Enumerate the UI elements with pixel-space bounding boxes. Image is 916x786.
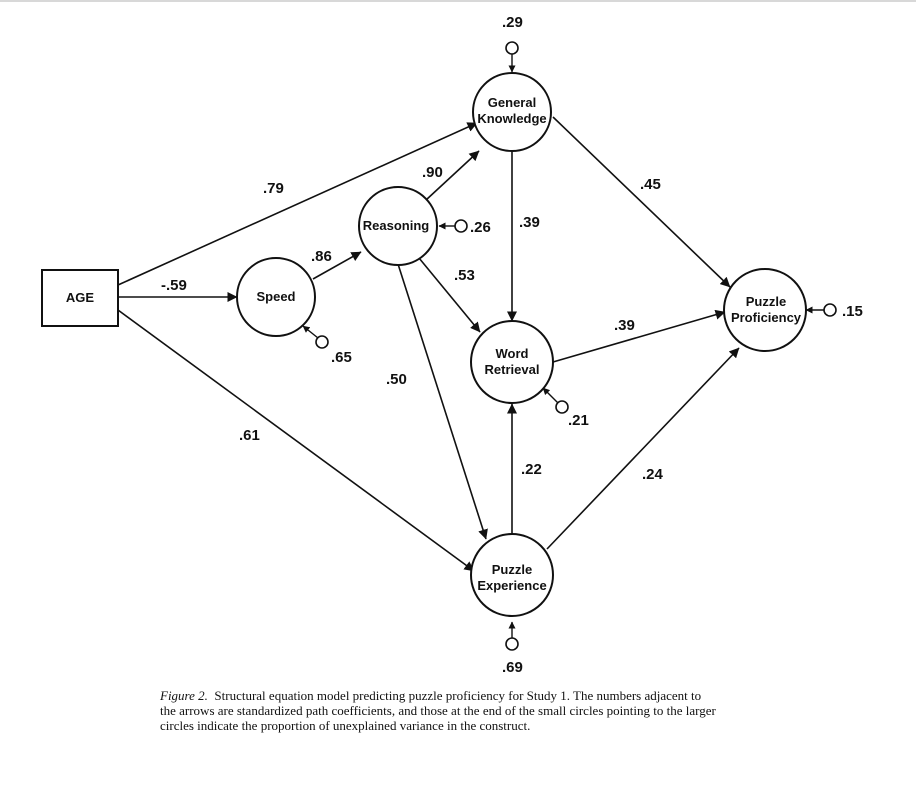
node-word-retrieval [470,320,554,404]
residual-label-puzzle-proficiency: .15 [842,303,863,320]
coef-puzzle-experience-word-retrieval: .22 [521,461,542,478]
node-label-general-knowledge-line2: Knowledge [477,111,546,126]
coef-speed-reasoning: .86 [311,248,332,265]
path-age-puzzle-experience [117,309,475,572]
node-label-age: AGE [66,290,95,305]
figure-caption: Figure 2. Structural equation model pred… [160,688,720,733]
coef-reasoning-word-retrieval: .53 [454,267,475,284]
coef-puzzle-experience-puzzle-proficiency: .24 [642,466,664,483]
coef-age-speed: -.59 [161,277,187,294]
node-label-puzzle-proficiency-line1: Puzzle [746,294,786,309]
residual-circle-word-retrieval [555,400,569,414]
residual-arrow-speed [302,325,319,339]
path-speed-reasoning [312,251,362,280]
node-label-puzzle-experience-line2: Experience [477,578,546,593]
residual-label-word-retrieval: .21 [568,412,589,429]
node-label-puzzle-proficiency-line2: Proficiency [731,310,802,325]
node-puzzle-proficiency [723,268,807,352]
residual-circle-general-knowledge [505,41,519,55]
path-reasoning-puzzle-experience [397,263,488,540]
node-label-word-retrieval-line2: Retrieval [485,362,540,377]
node-label-reasoning: Reasoning [363,218,430,233]
node-speed [236,257,316,337]
path-age-general-knowledge [117,122,478,286]
coef-word-retrieval-puzzle-proficiency: .39 [614,317,635,334]
node-reasoning [358,186,438,266]
coef-age-general-knowledge: .79 [263,180,284,197]
path-word-retrieval-puzzle-proficiency [552,309,726,363]
node-label-general-knowledge-line1: General [488,95,536,110]
node-puzzle-experience [470,533,554,617]
residual-label-puzzle-experience: .69 [502,659,523,676]
residual-label-general-knowledge: .29 [502,14,523,31]
path-reasoning-word-retrieval [418,257,481,333]
node-general-knowledge [472,72,552,152]
path-puzzle-experience-puzzle-proficiency [546,347,740,550]
coef-reasoning-puzzle-experience: .50 [386,371,407,388]
structural-equation-diagram: AGE Speed Reasoning General Knowledge Wo… [41,14,863,676]
coef-reasoning-general-knowledge: .90 [422,164,443,181]
residual-circle-speed [315,335,329,349]
top-border-line [0,0,916,2]
node-label-speed: Speed [256,289,295,304]
residual-label-speed: .65 [331,349,352,366]
figure-caption-text: Structural equation model predicting puz… [160,688,716,733]
coef-age-puzzle-experience: .61 [239,427,260,444]
coef-general-knowledge-puzzle-proficiency: .45 [640,176,661,193]
residual-arrow-word-retrieval [542,387,559,404]
coef-general-knowledge-word-retrieval: .39 [519,214,540,231]
residual-circle-puzzle-proficiency [823,303,837,317]
path-general-knowledge-puzzle-proficiency [552,116,731,288]
figure-caption-label: Figure 2. [160,688,208,703]
residual-circle-puzzle-experience [505,637,519,651]
residual-circle-reasoning [454,219,468,233]
node-label-puzzle-experience-line1: Puzzle [492,562,532,577]
path-reasoning-general-knowledge [425,150,480,201]
residual-label-reasoning: .26 [470,219,491,236]
node-age [41,269,119,327]
node-label-word-retrieval-line1: Word [496,346,529,361]
